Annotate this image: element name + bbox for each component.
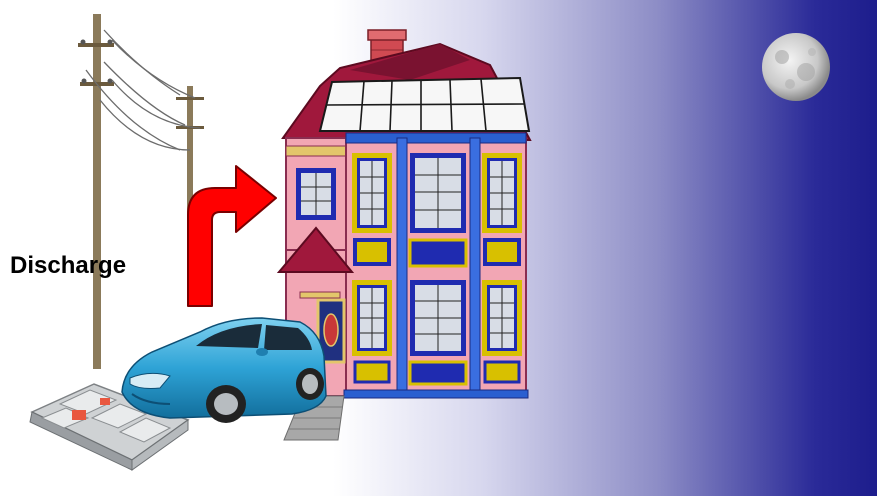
discharge-label: Discharge [10, 252, 126, 280]
